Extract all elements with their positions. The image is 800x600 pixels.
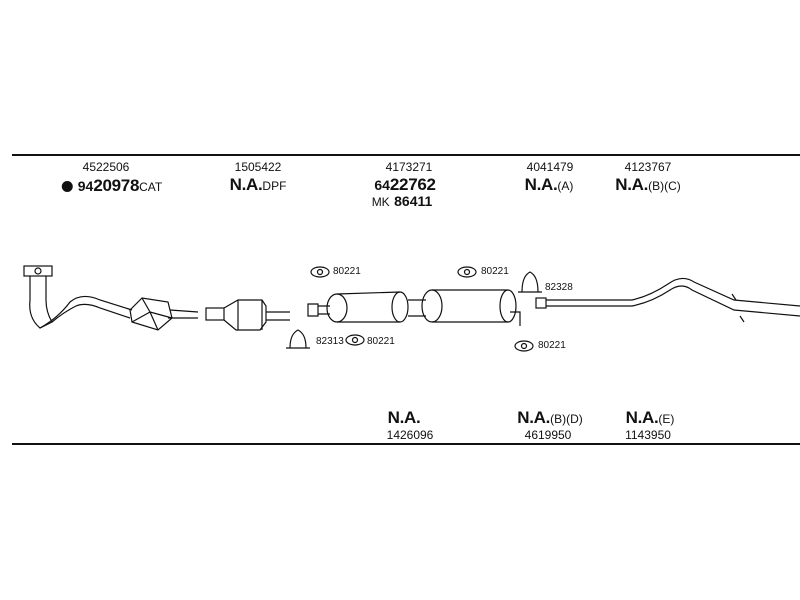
cat-suffix: CAT [139,180,163,194]
part-a-label: N.A.(A) [525,175,574,195]
kit-prefix: MK [371,195,390,209]
b2-suffix: (B)(D) [550,412,583,426]
center-number: 22762 [389,175,436,194]
bottom-b3-ref-number: 1143950 [625,428,671,442]
bullet-icon [61,181,73,192]
bottom-b3-label: N.A.(E) [626,408,675,428]
b3-na: N.A. [625,408,659,427]
kit-label: MK 86411 [372,193,433,211]
b3-suffix: (E) [658,412,675,426]
center-part-label: 6422762 [374,175,436,195]
b1-na: N.A. [387,408,421,427]
rear-muffler-icon [421,289,521,326]
dpf-na: N.A. [229,175,263,194]
b2-na: N.A. [517,408,551,427]
downpipe-icon [39,295,133,329]
bottom-b1-ref-number: 1426096 [386,428,434,442]
clamp-c1-code: 80221 [333,266,361,277]
part-bc-ref-number: 4123767 [624,160,672,174]
part-a-suffix: (A) [557,179,574,193]
middle-muffler-icon [307,291,426,323]
clamp-c6-code: 80221 [538,340,566,351]
catalytic-converter-icon [129,297,199,331]
manifold-flange-icon [23,265,53,329]
clamp-c2-code: 82313 [316,336,344,347]
center-ref-number: 4173271 [385,160,433,174]
top-rule [12,154,800,156]
clamp-c3-icon [345,334,365,346]
clamp-c2-icon [286,329,310,349]
clamp-c6-icon [514,340,534,352]
part-bc-label: N.A.(B)(C) [615,175,680,195]
clamp-c3-code: 80221 [367,336,395,347]
clamp-c4-code: 80221 [481,266,509,277]
cat-part-label: 9420978CAT [61,176,163,196]
kit-number: 86411 [394,193,433,209]
part-a-ref-number: 4041479 [526,160,574,174]
clamp-c4-icon [457,266,477,278]
tailpipe-icon [535,277,800,323]
part-a-na: N.A. [524,175,558,194]
dpf-filter-icon [205,299,290,331]
clamp-c1-icon [310,266,330,278]
cat-number: 20978 [93,176,140,195]
part-bc-suffix: (B)(C) [648,179,681,193]
bottom-b2-label: N.A.(B)(D) [517,408,582,428]
bottom-b2-ref-number: 4619950 [524,428,572,442]
cat-prefix: 94 [77,178,94,194]
part-bc-na: N.A. [615,175,649,194]
dpf-ref-number: 1505422 [234,160,282,174]
cat-ref-number: 4522506 [82,160,130,174]
clamp-c5-code: 82328 [545,282,573,293]
bottom-b1-label: N.A. [388,408,421,428]
dpf-suffix: DPF [262,179,287,193]
clamp-c5-icon [518,271,542,293]
bottom-rule [12,443,800,445]
center-prefix: 64 [374,177,390,193]
dpf-part-label: N.A.DPF [230,175,287,195]
